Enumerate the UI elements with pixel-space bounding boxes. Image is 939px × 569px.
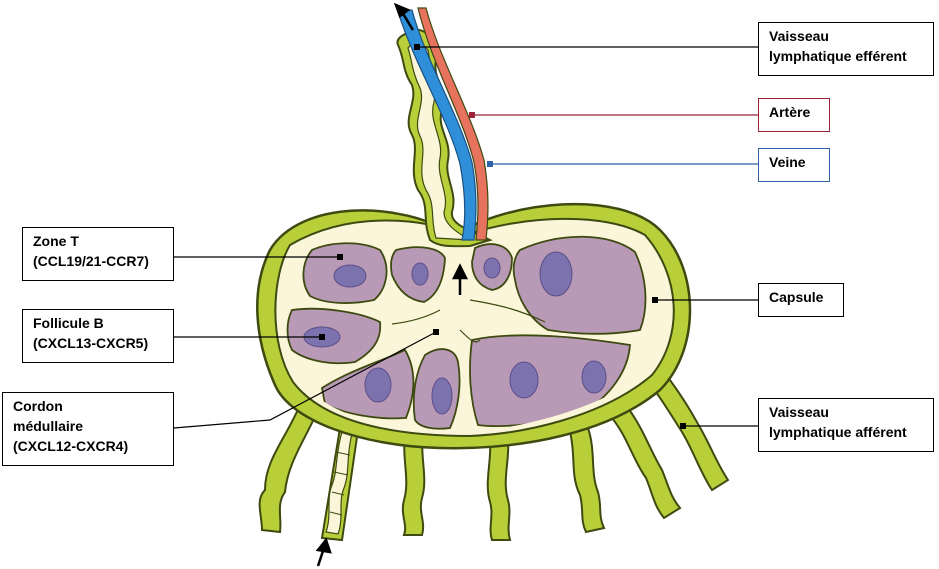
afferent-label-line2: lymphatique afférent (769, 422, 923, 442)
zone-t-label-line1: Zone T (33, 231, 163, 251)
medullary-cord-label-line2: médullaire (13, 416, 163, 436)
follicle-b-label: Follicule B (CXCL13-CXCR5) (22, 309, 174, 363)
capsule-label: Capsule (758, 283, 844, 317)
efferent-vessel-label: Vaisseau lymphatique efférent (758, 22, 934, 76)
vein-label: Veine (758, 148, 830, 182)
follicle-b-label-line2: (CXCL13-CXCR5) (33, 333, 163, 353)
afferent-vessel-4 (570, 428, 604, 532)
efferent-label-line2: lymphatique efférent (769, 46, 923, 66)
upper-right-lobe (514, 237, 646, 334)
afferent-label-line1: Vaisseau (769, 402, 923, 422)
efferent-label-line1: Vaisseau (769, 26, 923, 46)
afferent-chain (322, 428, 358, 540)
afferent-vessel-5 (612, 408, 680, 518)
capsule-label-text: Capsule (769, 287, 833, 307)
artery-label: Artère (758, 98, 830, 132)
medullary-cord-label: Cordon médullaire (CXCL12-CXCR4) (2, 392, 174, 466)
medullary-cord-label-line1: Cordon (13, 396, 163, 416)
follicle-b-label-line1: Follicule B (33, 313, 163, 333)
afferent-vessel-1 (260, 405, 318, 532)
afferent-vessel-3 (488, 438, 510, 540)
medullary-cord-label-line3: (CXCL12-CXCR4) (13, 436, 163, 456)
afferent-vessel-2 (403, 436, 424, 535)
vein-label-text: Veine (769, 152, 819, 172)
zone-t-label-line2: (CCL19/21-CCR7) (33, 251, 163, 271)
artery-label-text: Artère (769, 102, 819, 122)
zone-t-label: Zone T (CCL19/21-CCR7) (22, 227, 174, 281)
afferent-vessel-label: Vaisseau lymphatique afférent (758, 398, 934, 452)
